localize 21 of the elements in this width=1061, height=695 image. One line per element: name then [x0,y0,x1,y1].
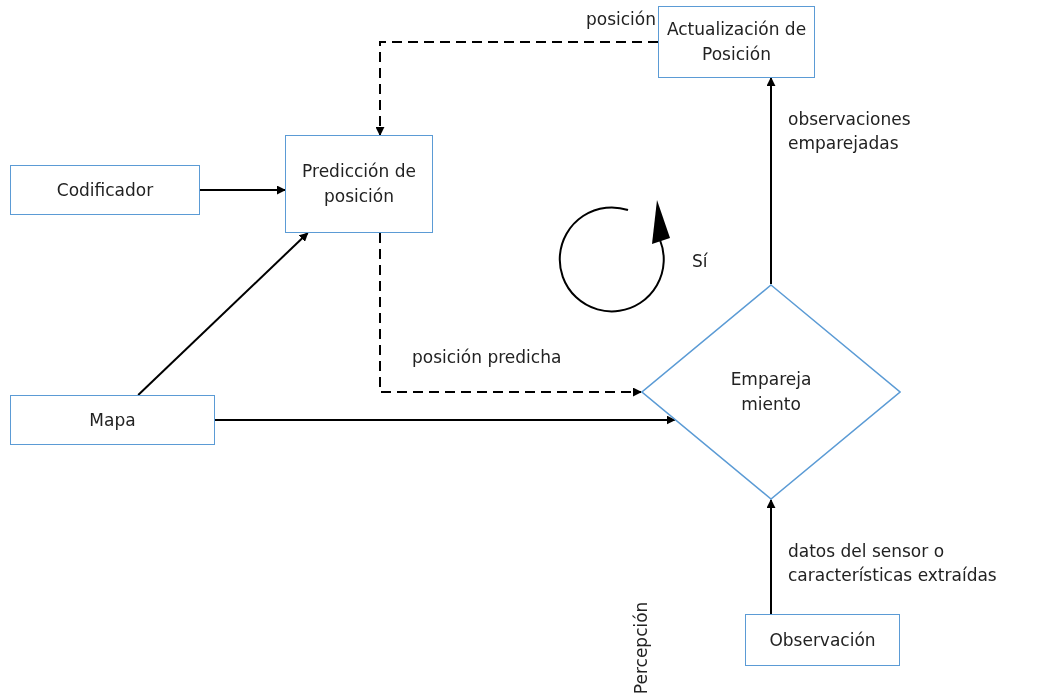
dashed-arrow [379,232,642,397]
node-label: Codificador [56,178,154,202]
arrow [766,77,776,285]
node-label: Actualización de Posición [666,18,807,66]
process-box [10,165,200,215]
process-box [285,135,433,233]
dashed-arrow [375,41,659,136]
process-box [10,395,215,445]
node-label: Mapa [89,408,136,432]
arrow [199,185,286,195]
node-label: Empareja miento [729,368,813,416]
node-label: Predicción de posición [301,160,417,208]
edge-label: posición [586,8,657,32]
process-box [745,614,900,666]
arrow [214,415,676,425]
node-label: Observación [769,628,876,652]
arrow [766,499,776,615]
process-box [658,6,815,78]
decision-diamond [641,284,901,500]
arrow [137,232,309,396]
edge-label: posición predicha [412,346,562,370]
